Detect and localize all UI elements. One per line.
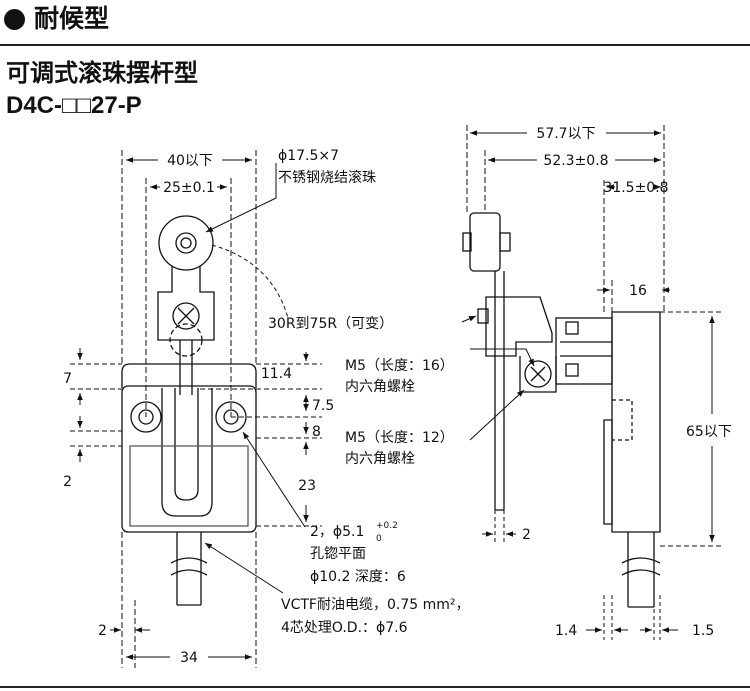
dim-52-3: 52.3±0.8 bbox=[543, 153, 608, 169]
hole-note-2: 孔锪平面 bbox=[310, 546, 366, 562]
hole-tol-upper: +0.2 bbox=[376, 521, 398, 531]
front-dimensions bbox=[70, 150, 322, 668]
side-screw-icon bbox=[524, 360, 552, 388]
roller-spec-2: 不锈钢烧结滚珠 bbox=[278, 169, 376, 186]
bolt2-note-2: 内六角螺栓 bbox=[345, 451, 415, 467]
cable bbox=[176, 532, 202, 606]
dim-1-5: 1.5 bbox=[692, 623, 714, 639]
lever-screw-icon bbox=[172, 302, 200, 330]
bolt2-note-1: M5（长度：12） bbox=[345, 430, 454, 446]
product-model: D4C-□□27-P bbox=[6, 92, 142, 119]
bullet-icon bbox=[4, 9, 25, 30]
dim-7: 7 bbox=[63, 371, 72, 387]
section-title: 耐候型 bbox=[34, 4, 110, 33]
dim-8: 8 bbox=[312, 424, 321, 440]
dim-hole-pitch: 25±0.1 bbox=[163, 180, 215, 196]
mounting-hole-left bbox=[130, 401, 162, 433]
switch-body bbox=[121, 385, 257, 533]
side-roller bbox=[469, 212, 501, 272]
hole-note-1: 2，ϕ5.1 bbox=[310, 524, 364, 540]
dim-1-4: 1.4 bbox=[555, 623, 577, 639]
mounting-hole-right bbox=[215, 401, 247, 433]
bolt1-note-1: M5（长度：16） bbox=[345, 358, 454, 374]
dim-34: 34 bbox=[180, 650, 198, 666]
dim-11-4: 11.4 bbox=[261, 366, 292, 382]
hole-note-3: ϕ10.2 深度：6 bbox=[310, 569, 406, 585]
header-divider bbox=[0, 44, 750, 46]
dim-2-left: 2 bbox=[63, 474, 72, 490]
dim-width-max: 40以下 bbox=[167, 153, 213, 169]
dim-7-5: 7.5 bbox=[312, 398, 334, 414]
side-cable bbox=[627, 532, 655, 608]
dim-2-bottom: 2 bbox=[98, 623, 107, 639]
product-title: 可调式滚珠摆杆型 bbox=[6, 59, 198, 87]
roller-icon bbox=[158, 215, 214, 271]
footer-divider bbox=[0, 686, 750, 688]
front-view bbox=[121, 215, 257, 606]
hole-tol-lower: 0 bbox=[376, 534, 382, 544]
bolt1-note-2: 内六角螺栓 bbox=[345, 379, 415, 395]
cable-note-2: 4芯处理O.D.：ϕ7.6 bbox=[281, 620, 408, 636]
radius-note: 30R到75R（可变） bbox=[268, 316, 393, 332]
dim-57-7: 57.7以下 bbox=[536, 126, 595, 142]
side-switch-body bbox=[611, 311, 661, 533]
side-dimensions bbox=[461, 125, 722, 640]
cable-note-1: VCTF耐油电缆，0.75 mm²， bbox=[281, 597, 469, 613]
side-view bbox=[462, 212, 661, 608]
dim-65: 65以下 bbox=[686, 424, 732, 440]
section-header: 耐候型 bbox=[0, 0, 750, 44]
switch-head bbox=[121, 363, 257, 388]
roller-spec-1: ϕ17.5×7 bbox=[278, 148, 339, 164]
dim-23: 23 bbox=[298, 478, 316, 494]
dim-16: 16 bbox=[629, 283, 647, 299]
side-switch-head bbox=[555, 317, 613, 385]
dim-31-5: 31.5±0.8 bbox=[603, 180, 668, 196]
side-lever bbox=[494, 271, 505, 511]
dim-2-side: 2 bbox=[522, 527, 531, 543]
lever-arm bbox=[157, 266, 215, 341]
